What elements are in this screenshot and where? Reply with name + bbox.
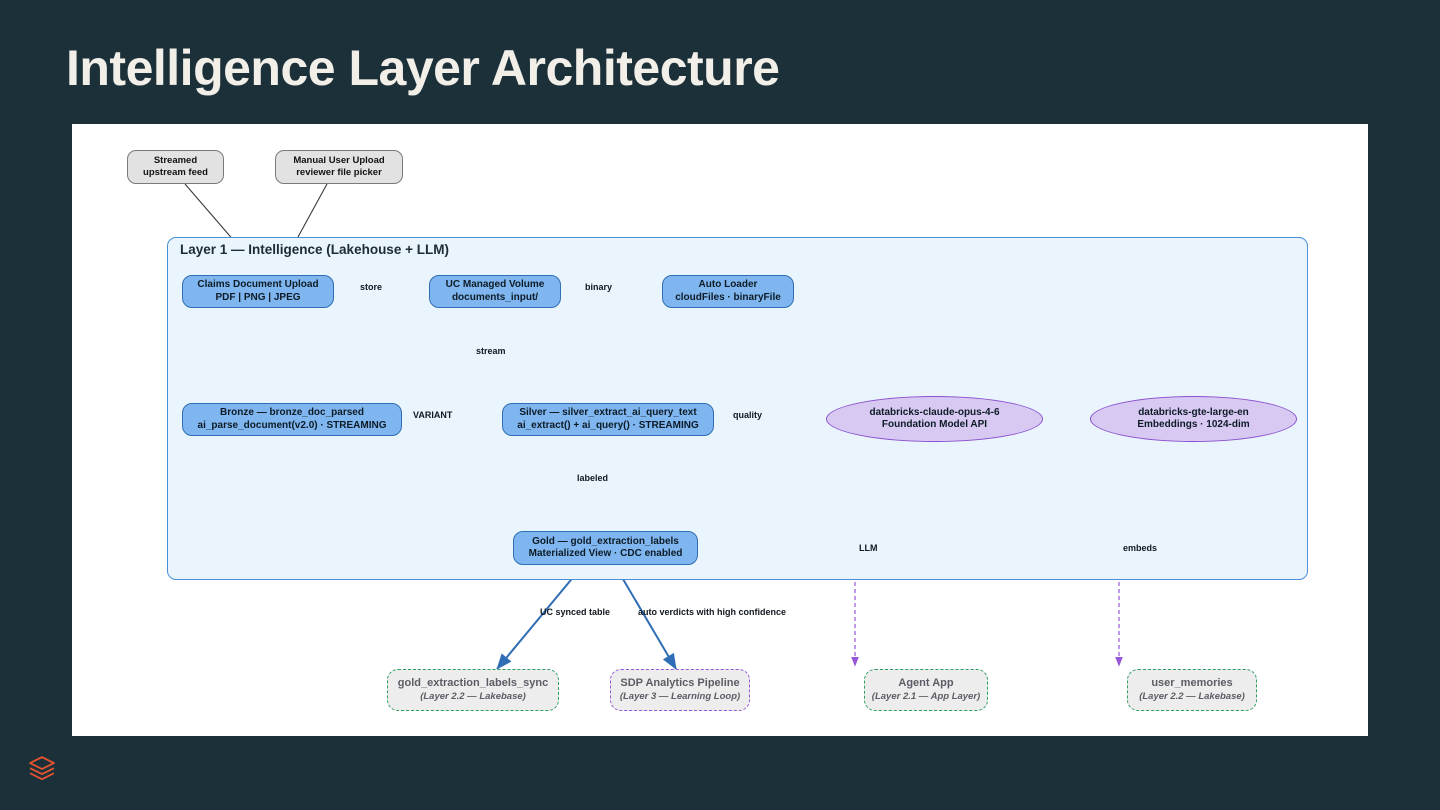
node-line1: databricks-claude-opus-4-6 (869, 406, 1000, 418)
node-foundation-model-api[interactable]: databricks-claude-opus-4-6 Foundation Mo… (826, 396, 1043, 442)
node-line1: user_memories (1151, 677, 1233, 690)
node-line2: reviewer file picker (296, 167, 382, 178)
edge-label-embeds: embeds (1123, 543, 1158, 553)
node-line2: (Layer 3 — Learning Loop) (619, 690, 741, 702)
edge-label-binary: binary (585, 282, 613, 292)
edge-label-quality: quality (733, 410, 763, 420)
node-line1: Silver — silver_extract_ai_query_text (519, 407, 697, 419)
node-line2: Foundation Model API (881, 419, 988, 430)
node-user-memories[interactable]: user_memories (Layer 2.2 — Lakebase) (1127, 669, 1257, 711)
node-line1: Gold — gold_extraction_labels (532, 535, 679, 547)
edge-label-store: store (360, 282, 383, 292)
node-auto-loader[interactable]: Auto Loader cloudFiles · binaryFile (662, 275, 794, 308)
node-line1: Claims Document Upload (197, 279, 319, 291)
node-line2: documents_input/ (451, 291, 539, 303)
node-line1: gold_extraction_labels_sync (397, 677, 549, 690)
page-title: Intelligence Layer Architecture (66, 40, 780, 96)
node-line2: (Layer 2.1 — App Layer) (871, 690, 981, 702)
node-line1: Manual User Upload (293, 155, 385, 167)
layer1-container-label: Layer 1 — Intelligence (Lakehouse + LLM) (180, 242, 449, 257)
node-line2: upstream feed (143, 167, 208, 178)
node-manual-user-upload[interactable]: Manual User Upload reviewer file picker (275, 150, 403, 184)
node-bronze-doc-parsed[interactable]: Bronze — bronze_doc_parsed ai_parse_docu… (182, 403, 402, 436)
node-line2: cloudFiles · binaryFile (675, 291, 781, 303)
node-line1: databricks-gte-large-en (1138, 406, 1249, 418)
node-line2: Embeddings · 1024-dim (1137, 419, 1250, 430)
edge-label-llm: LLM (859, 543, 878, 553)
node-silver-extract-ai-query-text[interactable]: Silver — silver_extract_ai_query_text ai… (502, 403, 714, 436)
node-sdp-analytics-pipeline[interactable]: SDP Analytics Pipeline (Layer 3 — Learni… (610, 669, 750, 711)
node-line2: Materialized View · CDC enabled (528, 548, 683, 559)
node-embeddings-model[interactable]: databricks-gte-large-en Embeddings · 102… (1090, 396, 1297, 442)
node-agent-app[interactable]: Agent App (Layer 2.1 — App Layer) (864, 669, 988, 711)
edge-label-auto-verdicts: auto verdicts with high confidence (638, 607, 787, 617)
node-claims-document-upload[interactable]: Claims Document Upload PDF | PNG | JPEG (182, 275, 334, 308)
node-line2: ai_parse_document(v2.0) · STREAMING (197, 419, 387, 431)
node-line1: Agent App (898, 677, 954, 690)
node-line2: ai_extract() + ai_query() · STREAMING (517, 419, 699, 431)
node-line1: Bronze — bronze_doc_parsed (220, 407, 364, 419)
node-streamed-upstream-feed[interactable]: Streamed upstream feed (127, 150, 224, 184)
node-line1: Streamed (153, 155, 198, 167)
node-uc-managed-volume[interactable]: UC Managed Volume documents_input/ (429, 275, 561, 308)
node-line2: (Layer 2.2 — Lakebase) (420, 690, 526, 702)
node-line1: Auto Loader (698, 279, 758, 291)
node-line2: (Layer 2.2 — Lakebase) (1139, 690, 1245, 702)
node-gold-extraction-labels-sync[interactable]: gold_extraction_labels_sync (Layer 2.2 —… (387, 669, 559, 711)
edge-label-uc-synced-table: UC synced table (540, 607, 611, 617)
edge-label-stream: stream (476, 346, 506, 356)
node-line1: SDP Analytics Pipeline (620, 677, 740, 690)
node-line2: PDF | PNG | JPEG (215, 291, 301, 303)
edge-label-labeled: labeled (577, 473, 609, 483)
node-gold-extraction-labels[interactable]: Gold — gold_extraction_labels Materializ… (513, 531, 698, 565)
edge-gold-to-sync (496, 568, 581, 670)
databricks-logo-icon (29, 756, 55, 781)
node-line1: UC Managed Volume (445, 279, 545, 291)
diagram-canvas: Layer 1 — Intelligence (Lakehouse + LLM)… (72, 124, 1368, 736)
edge-gold-to-sdp (616, 568, 677, 670)
edge-label-variant: VARIANT (413, 410, 453, 420)
